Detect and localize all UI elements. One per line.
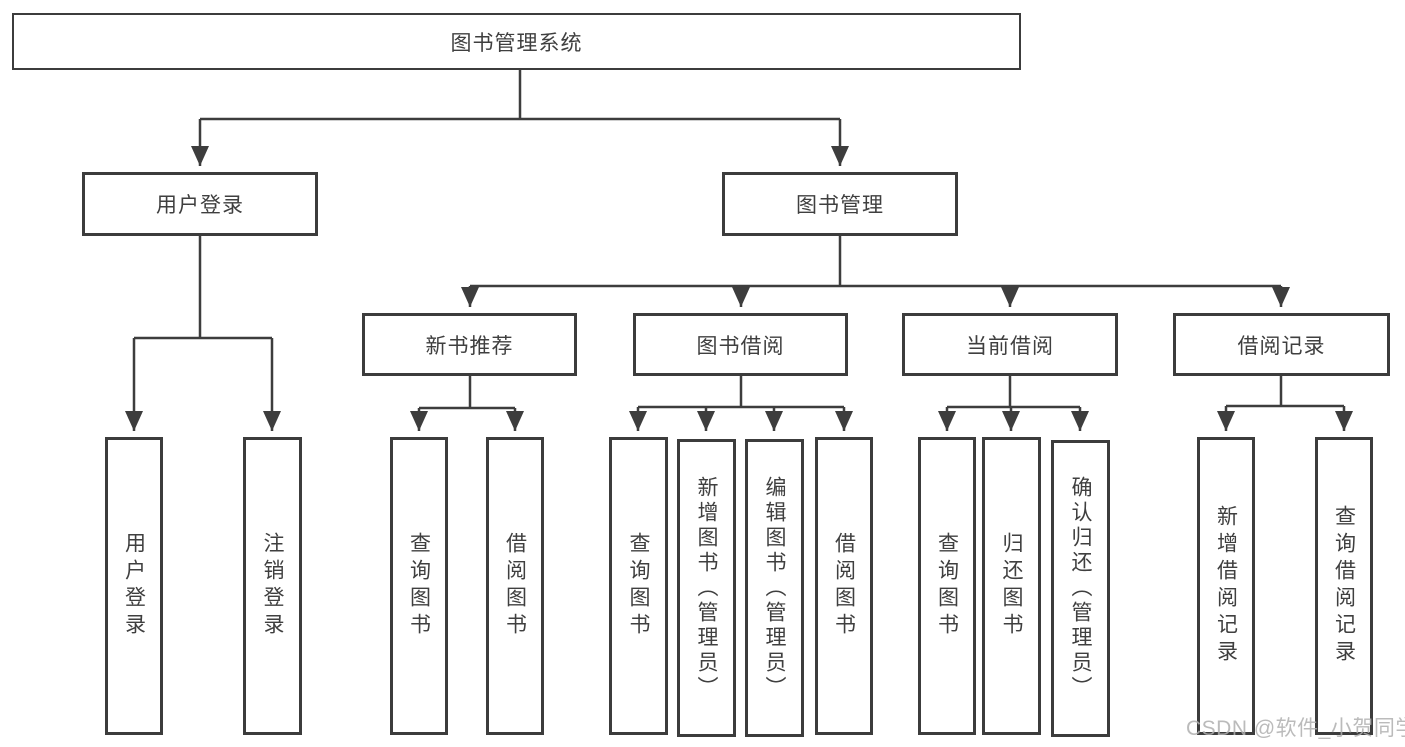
node-book-management: 图书管理 xyxy=(722,172,958,236)
leaf-user-login: 用户登录 xyxy=(105,437,163,735)
node-borrow-records: 借阅记录 xyxy=(1173,313,1390,376)
node-new-book-recommend: 新书推荐 xyxy=(362,313,577,376)
node-current-borrow: 当前借阅 xyxy=(902,313,1118,376)
node-library-management-system: 图书管理系统 xyxy=(12,13,1021,70)
leaf-current-return-books: 归还图书 xyxy=(982,437,1041,735)
leaf-borrow-query-books: 查询图书 xyxy=(609,437,668,735)
node-book-borrow: 图书借阅 xyxy=(633,313,848,376)
leaf-borrow-add-books-admin: 新增图书（管理员） xyxy=(677,439,736,737)
leaf-logout: 注销登录 xyxy=(243,437,302,735)
leaf-borrow-borrow-books: 借阅图书 xyxy=(815,437,873,735)
node-user-login: 用户登录 xyxy=(82,172,318,236)
leaf-records-add-record: 新增借阅记录 xyxy=(1197,437,1255,735)
leaf-current-confirm-return-admin: 确认归还（管理员） xyxy=(1051,440,1110,737)
csdn-watermark: CSDN @软件_小贺同学 xyxy=(1186,717,1405,740)
leaf-borrow-edit-books-admin: 编辑图书（管理员） xyxy=(745,439,804,737)
leaf-recommend-borrow-books: 借阅图书 xyxy=(486,437,544,735)
leaf-current-query-books: 查询图书 xyxy=(918,437,976,735)
leaf-recommend-query-books: 查询图书 xyxy=(390,437,448,735)
leaf-records-query-record: 查询借阅记录 xyxy=(1315,437,1373,735)
